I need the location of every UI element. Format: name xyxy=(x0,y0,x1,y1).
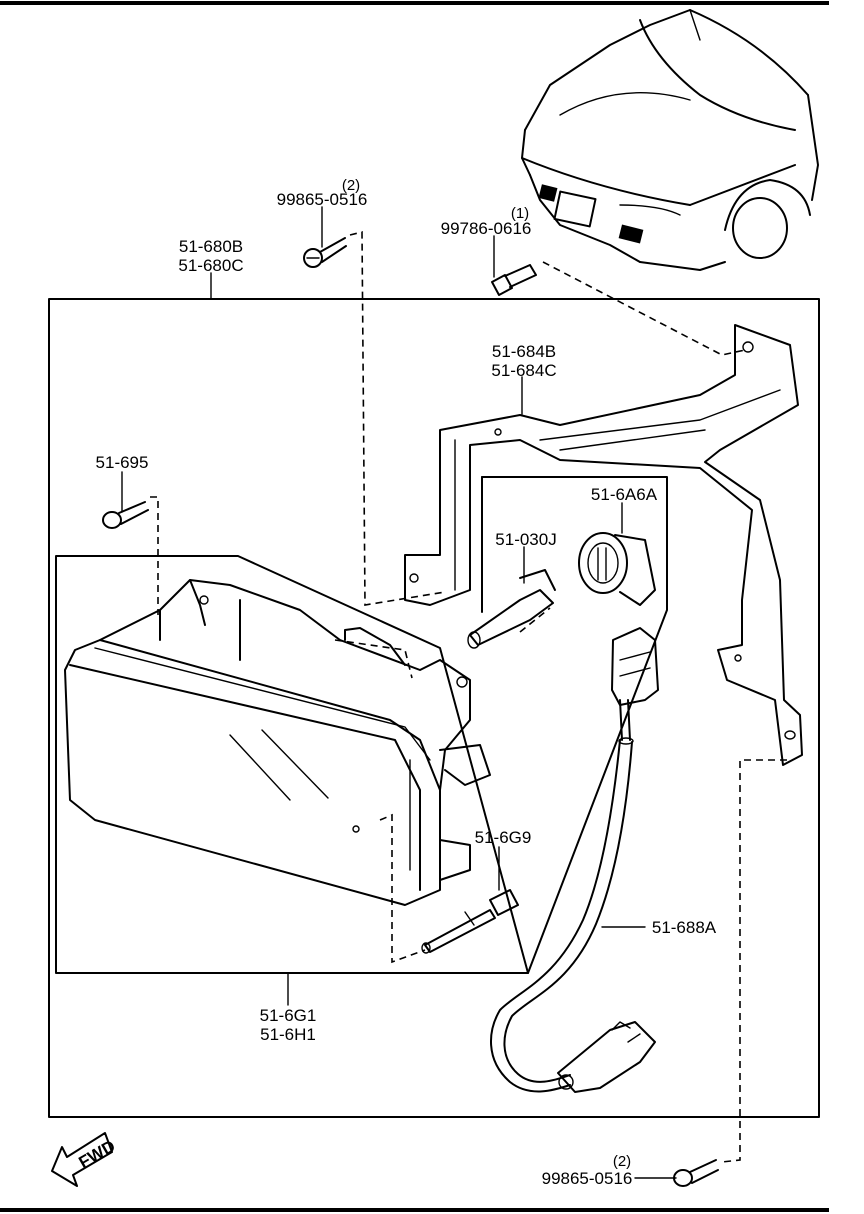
screw-left-part xyxy=(102,501,149,529)
screw-left-part-number: 51-695 xyxy=(96,453,149,472)
harness-part-number: 51-688A xyxy=(652,918,717,937)
screw-bottom-part xyxy=(673,1159,719,1187)
wiring-harness xyxy=(490,627,659,1093)
car-front-illustration xyxy=(521,9,819,271)
fwd-arrow-icon: FWD xyxy=(51,1132,118,1187)
fwd-arrow-label: FWD xyxy=(75,1136,118,1172)
screw-bottom-qty: (2) xyxy=(613,1153,631,1170)
bracket-part-number-1: 51-684B xyxy=(492,342,556,361)
lamp-unit-part-number-2: 51-6H1 xyxy=(260,1025,316,1044)
screw-top-part-number: 99865-0516 xyxy=(277,190,368,209)
screw-bottom-part-number: 99865-0516 xyxy=(542,1169,633,1188)
aim-adjuster-screw xyxy=(421,889,519,954)
screw-top-qty: (2) xyxy=(342,177,360,194)
bulb-socket-part xyxy=(578,532,656,606)
bracket-part-number-2: 51-684C xyxy=(491,361,556,380)
socket-part-number: 51-6A6A xyxy=(591,485,658,504)
assembly-frame xyxy=(48,298,820,1118)
mounting-bracket xyxy=(404,324,803,766)
bulb-socket-frame xyxy=(481,476,668,974)
leader-lines xyxy=(121,206,677,1179)
lamp-unit-part-number-1: 51-6G1 xyxy=(260,1006,317,1025)
adjuster-part-number: 51-6G9 xyxy=(475,828,532,847)
assembly-part-number-2: 51-680C xyxy=(178,256,243,275)
bolt-qty: (1) xyxy=(511,205,529,222)
bulb-part-number: 51-030J xyxy=(495,530,556,549)
bolt-part xyxy=(491,264,537,296)
halogen-bulb-part xyxy=(467,569,556,649)
fog-lamp-unit xyxy=(64,579,491,906)
guide-lines xyxy=(150,230,787,1163)
assembly-part-number-1: 51-680B xyxy=(179,237,243,256)
lamp-unit-frame xyxy=(55,555,529,974)
bolt-part-number: 99786-0616 xyxy=(441,219,532,238)
screw-top-part xyxy=(303,237,347,268)
